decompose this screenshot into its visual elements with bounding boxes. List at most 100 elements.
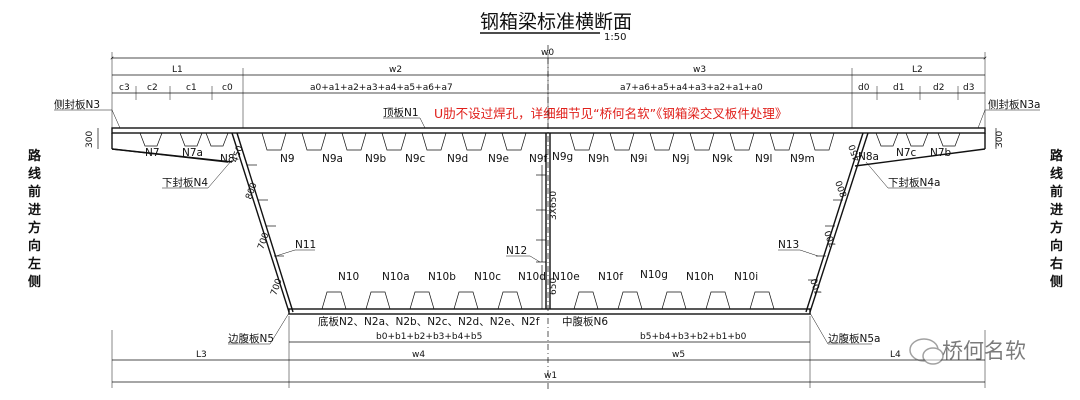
rib-label-N10d: N10d <box>518 271 546 283</box>
svg-text:右: 右 <box>1049 256 1063 272</box>
dim-d1: d1 <box>893 83 904 93</box>
right-side-label: 路 线 前 进 方 向 右 侧 <box>1049 148 1064 290</box>
svg-text:向: 向 <box>28 238 41 254</box>
watermark: 桥何名软 <box>909 338 1026 365</box>
svg-text:线: 线 <box>1050 166 1063 182</box>
rib-label-N9k: N9k <box>712 153 734 165</box>
rib-label-N10h: N10h <box>686 271 714 283</box>
wechat-icon <box>909 338 944 365</box>
dim-flange-left: 300 <box>85 131 95 148</box>
rib-label-N10g: N10g <box>640 269 668 281</box>
dim-L3: L3 <box>196 350 207 360</box>
svg-text:进: 进 <box>1050 203 1063 218</box>
svg-text:路: 路 <box>28 148 42 164</box>
svg-text:左: 左 <box>28 256 41 272</box>
bottom-dimension-chains <box>111 316 986 388</box>
rib-label-N10c: N10c <box>474 271 501 283</box>
bottom-u-ribs <box>321 291 775 310</box>
rib-label-N9l: N9l <box>755 153 772 165</box>
dim-c0: c0 <box>222 83 233 93</box>
dim-flange-right: 300 <box>995 131 1005 148</box>
dim-d0: d0 <box>858 83 870 93</box>
svg-text:向: 向 <box>1050 238 1063 254</box>
rib-label-N9: N9 <box>280 153 295 165</box>
plate-label-top: 顶板N1 <box>383 106 419 119</box>
svg-text:方: 方 <box>28 220 41 236</box>
rib-label-N9h: N9h <box>588 153 609 165</box>
weld-note: U肋不设过焊孔，详细细节见“桥何名软”《钢箱梁交叉板件处理》 <box>434 106 787 121</box>
rib-label-N9m: N9m <box>790 153 815 165</box>
drawing-title: 钢箱梁标准横断面 <box>480 11 632 33</box>
svg-text:进: 进 <box>28 203 41 218</box>
dim-w1: w1 <box>544 371 557 381</box>
rib-label-N9f: N9f <box>529 153 548 165</box>
plate-label-mid-web: 中腹板N6 <box>562 315 608 328</box>
dim-L4: L4 <box>890 350 901 360</box>
dim-b-left: b0+b1+b2+b3+b4+b5 <box>376 332 482 342</box>
dim-L2: L2 <box>912 65 923 75</box>
rib-label-N10f: N10f <box>598 271 623 283</box>
top-dimension-chains <box>110 52 987 128</box>
dim-c1: c1 <box>186 83 197 93</box>
plate-label-right-lower-seal: 下封板N4a <box>888 176 940 189</box>
plate-label-left-side: 侧封板N3 <box>54 98 100 111</box>
girder-section <box>111 45 986 392</box>
rib-label-N10a: N10a <box>382 271 410 283</box>
rib-label-N7b: N7b <box>930 147 952 159</box>
rib-label-N9e: N9e <box>488 153 509 165</box>
rib-label-N8: N8 <box>220 153 235 165</box>
dim-d2: d2 <box>933 83 944 93</box>
leader-lines <box>54 109 1040 345</box>
rib-label-N7a: N7a <box>182 147 203 159</box>
watermark-text: 桥何名软 <box>942 339 1026 363</box>
svg-text:线: 线 <box>28 166 41 182</box>
dim-web-left-3: 700 <box>256 231 271 251</box>
dim-w4: w4 <box>412 350 425 360</box>
rib-label-N9j: N9j <box>672 153 689 165</box>
plate-label-left-lower-seal: 下封板N4 <box>162 176 208 189</box>
drawing-scale: 1:50 <box>604 32 626 43</box>
svg-text:侧: 侧 <box>28 274 41 290</box>
plate-label-right-side: 侧封板N3a <box>988 98 1040 111</box>
rib-label-N9d: N9d <box>447 153 468 165</box>
rib-label-N10: N10 <box>338 271 359 283</box>
top-u-ribs <box>139 132 961 151</box>
plate-label-left-web: 边腹板N5 <box>228 332 274 345</box>
rib-label-N10e: N10e <box>552 271 580 283</box>
stiffener-label-N12: N12 <box>506 245 527 257</box>
dim-mid-left: a0+a1+a2+a3+a4+a5+a6+a7 <box>310 83 453 93</box>
stiffener-label-N13: N13 <box>778 239 799 251</box>
web-stiffeners <box>247 164 843 281</box>
svg-text:侧: 侧 <box>1050 274 1063 290</box>
svg-text:路: 路 <box>1050 148 1064 164</box>
rib-label-N7c: N7c <box>896 147 917 159</box>
rib-label-N9c: N9c <box>405 153 426 165</box>
rib-label-N9b: N9b <box>365 153 387 165</box>
svg-text:方: 方 <box>1050 220 1063 236</box>
plate-label-right-web: 边腹板N5a <box>828 332 880 345</box>
rib-label-N9g: N9g <box>552 151 573 163</box>
dim-w3: w3 <box>693 65 706 75</box>
rib-label-N10b: N10b <box>428 271 456 283</box>
rib-label-N9i: N9i <box>630 153 647 165</box>
dim-L1: L1 <box>172 65 183 75</box>
rib-label-N8a: N8a <box>858 151 879 163</box>
vertical-dimensions <box>97 128 997 309</box>
dim-center-bottom: 650 <box>549 278 559 295</box>
rib-label-N9a: N9a <box>322 153 343 165</box>
dim-d3: d3 <box>963 83 974 93</box>
dim-c3: c3 <box>119 83 130 93</box>
dim-w0: w0 <box>541 48 554 58</box>
svg-text:前: 前 <box>28 184 41 200</box>
rib-label-N7: N7 <box>145 147 160 159</box>
plate-label-bottom: 底板N2、N2a、N2b、N2c、N2d、N2e、N2f <box>318 315 540 328</box>
svg-text:前: 前 <box>1050 184 1063 200</box>
stiffener-label-N11: N11 <box>295 239 316 251</box>
dim-c2: c2 <box>147 83 158 93</box>
dim-w2: w2 <box>389 65 402 75</box>
dim-center-top: 3X650 <box>549 191 559 220</box>
dim-web-left-4: 700 <box>269 277 284 297</box>
dim-b-right: b5+b4+b3+b2+b1+b0 <box>640 332 747 342</box>
left-side-label: 路 线 前 进 方 向 左 侧 <box>28 148 42 290</box>
